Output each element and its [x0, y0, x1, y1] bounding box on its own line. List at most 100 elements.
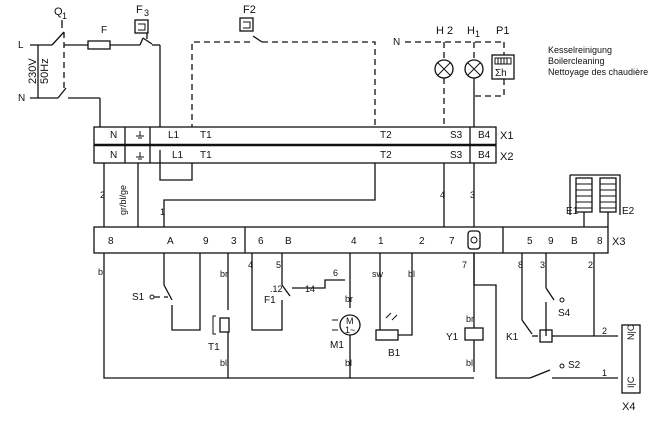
- k1-wire-label-2: 2: [602, 326, 607, 336]
- t1-label: T1: [208, 342, 220, 353]
- s1-actuator: [149, 294, 155, 300]
- fuse-f-symbol: [87, 40, 111, 50]
- b1-light-arrows: [385, 312, 398, 321]
- supply-voltage: 230V: [27, 58, 39, 84]
- f3-label: F: [136, 4, 143, 16]
- x4-pins-bottom: I|C: [626, 376, 636, 388]
- k1-label: K1: [506, 332, 519, 343]
- x1-t1: T1: [200, 130, 212, 141]
- supply-l-label: L: [18, 40, 24, 51]
- x3-fuse-dot: [470, 236, 478, 244]
- wire-label-1: 1: [160, 207, 165, 217]
- f2-blade: [252, 35, 263, 43]
- t1-br: br: [220, 269, 228, 279]
- s4-actuator: [559, 297, 565, 303]
- p1-counter-symbol: Σh: [495, 68, 507, 79]
- b1-sw: sw: [372, 269, 384, 279]
- n-line-label: N: [393, 37, 400, 48]
- earth-icons: [136, 131, 144, 160]
- x2-t2: T2: [380, 150, 392, 161]
- s4-contact: [545, 287, 555, 301]
- x3-t7: 7: [449, 236, 455, 247]
- legend-de: Kesselreinigung: [548, 45, 612, 55]
- p1-bottom: [474, 79, 505, 97]
- wire-label-2b: 2: [588, 260, 593, 270]
- x3-tB: B: [285, 236, 292, 247]
- wire-t2-to-a: [163, 163, 376, 232]
- p1-counter-display: [494, 57, 512, 65]
- b1-label: B1: [388, 348, 401, 359]
- x3-tA: A: [167, 236, 174, 247]
- f3-contact-blade: [142, 37, 153, 45]
- f1-14: 14: [305, 284, 315, 294]
- supply-frequency: 50Hz: [39, 58, 51, 84]
- e2-electrode-fins: [600, 183, 616, 209]
- x2-b4: B4: [478, 150, 491, 161]
- h1-lamp-x: [467, 62, 481, 76]
- p1-counter-ticks: [497, 58, 508, 64]
- x3-t5r: 5: [527, 236, 533, 247]
- x1-t2: T2: [380, 130, 392, 141]
- m1-gear: [332, 319, 338, 331]
- s2-actuator: [559, 363, 565, 369]
- x3-t9r: 9: [548, 236, 554, 247]
- e2-label: E2: [622, 206, 635, 217]
- f3-thermostat-glyph: [138, 23, 146, 31]
- m1-motor-sub: 1~: [345, 325, 355, 335]
- f1-contact: [281, 284, 291, 297]
- y1-wire-label-7: 7: [462, 260, 467, 270]
- x3-label: X3: [612, 236, 625, 248]
- x3-t4: 4: [351, 236, 357, 247]
- legend-en: Boilercleaning: [548, 56, 605, 66]
- y1-valve: [464, 327, 484, 341]
- f3-sub: 3: [144, 8, 149, 18]
- h2-lamp-x: [437, 62, 451, 76]
- e1-electrode: [575, 177, 593, 213]
- s2-label: S2: [568, 360, 581, 371]
- f1-wire-14: [292, 279, 345, 289]
- s4-wire-label-3: 3: [540, 260, 545, 270]
- s2-contact: [529, 369, 551, 379]
- n-bus-left: [103, 253, 474, 379]
- f2-dashed-loop: [191, 41, 253, 140]
- e2-electrode: [599, 177, 617, 213]
- x3-tBr: B: [571, 236, 578, 247]
- y1-label: Y1: [446, 332, 459, 343]
- y1-wire-top: [473, 253, 530, 379]
- fuse-f-label: F: [101, 25, 107, 36]
- p1-label: P1: [496, 25, 509, 37]
- q1-sub: 1: [62, 11, 67, 21]
- x2-label: X2: [500, 151, 513, 163]
- f3-thermostat-box: [134, 19, 149, 34]
- k1-contact: [521, 319, 533, 335]
- x1-label: X1: [500, 130, 513, 142]
- s4-label: S4: [558, 308, 571, 319]
- x4-pins-top: N|C: [626, 324, 636, 340]
- wire-label-3a: 3: [470, 190, 475, 200]
- strip-x3: [93, 226, 609, 254]
- f1-wire-4: [251, 253, 283, 331]
- s1-label: S1: [132, 292, 145, 303]
- f1-wire-label-4: 4: [248, 260, 253, 270]
- f2-thermostat-box: [239, 17, 254, 32]
- wire-label-rot: gr/bl/ge: [118, 185, 128, 215]
- x2-t1: T1: [200, 150, 212, 161]
- f3-contact-in: [139, 37, 144, 46]
- e1-label: E1: [566, 206, 579, 217]
- q1-label: Q: [54, 6, 63, 18]
- x1-l1: L1: [168, 130, 180, 141]
- q1-blade: [51, 31, 65, 46]
- x3-t6: 6: [258, 236, 264, 247]
- f2-label: F2: [243, 4, 256, 16]
- y1-bl: bl: [466, 358, 473, 368]
- b1-wire-2: [398, 253, 413, 336]
- m1-bl: bl: [345, 358, 352, 368]
- f2-dashed-right: [262, 41, 376, 140]
- supply-n-label: N: [18, 93, 25, 104]
- y1-br: br: [466, 314, 474, 324]
- h1-label: H: [467, 25, 475, 37]
- x1-b4: B4: [478, 130, 491, 141]
- x3-fuse-symbol: [467, 230, 481, 250]
- f1-wire-label-5: 5: [276, 260, 281, 270]
